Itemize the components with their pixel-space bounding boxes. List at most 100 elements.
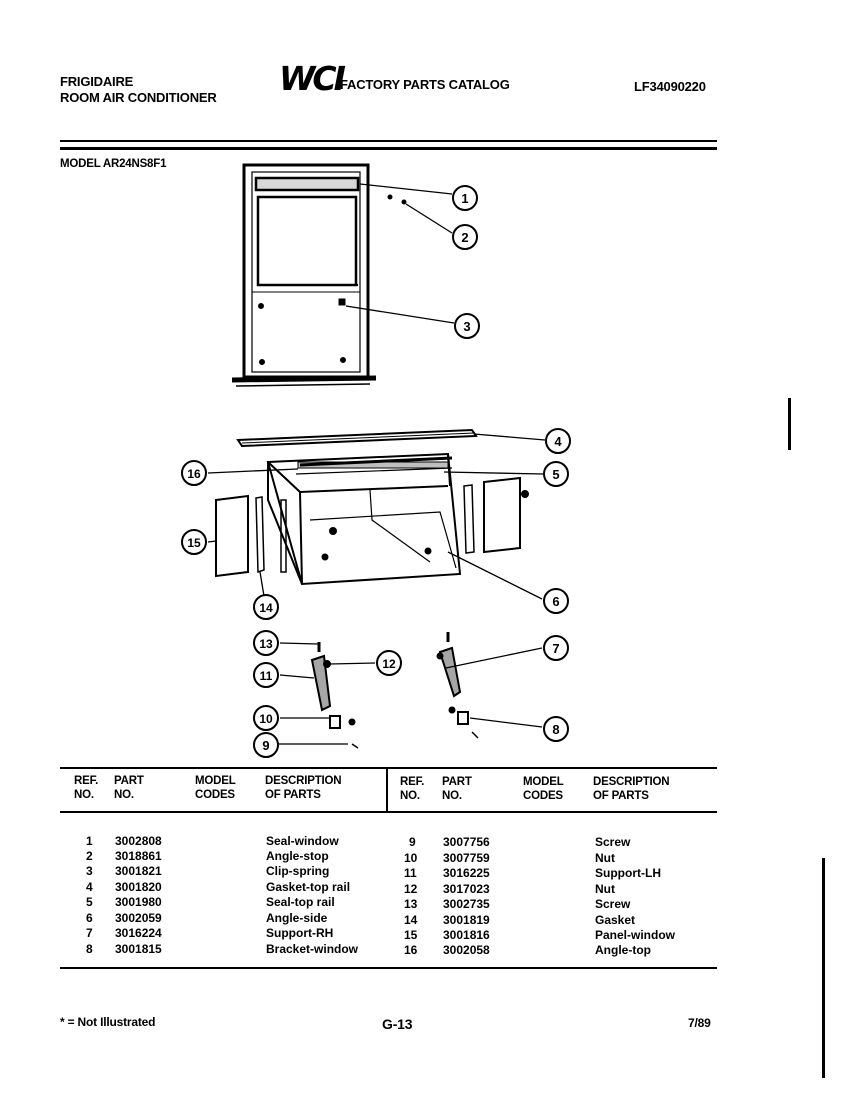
part-number: 3007759 bbox=[443, 851, 490, 865]
callout-circle bbox=[253, 662, 279, 688]
ref-number: 9 bbox=[409, 835, 416, 849]
col-description: DESCRIPTION bbox=[593, 776, 670, 788]
callout-circle bbox=[253, 594, 279, 620]
callout-label: 9 bbox=[262, 738, 269, 753]
ref-number: 1 bbox=[86, 834, 93, 848]
part-description: Gasket-top rail bbox=[266, 880, 351, 894]
part-description: Angle-stop bbox=[266, 849, 329, 863]
callout-circle bbox=[454, 313, 480, 339]
ref-number: 13 bbox=[404, 897, 418, 911]
col-part: PART bbox=[442, 776, 472, 788]
ref-number: 16 bbox=[404, 943, 418, 957]
part-description: Angle-top bbox=[595, 943, 651, 957]
part-description: Nut bbox=[595, 882, 615, 896]
brand-name: FRIGIDAIRE bbox=[60, 74, 134, 89]
ref-number: 4 bbox=[86, 880, 93, 894]
table-rule-top bbox=[60, 767, 717, 769]
ref-number: 15 bbox=[404, 928, 418, 942]
callout-circle bbox=[543, 588, 569, 614]
part-number: 3016225 bbox=[443, 866, 490, 880]
callout-label: 6 bbox=[552, 594, 559, 609]
callout-label: 10 bbox=[259, 712, 273, 726]
header-rule-top bbox=[60, 140, 717, 142]
callout-circle bbox=[253, 705, 279, 731]
col-of-parts: OF PARTS bbox=[265, 789, 321, 801]
part-description: Seal-window bbox=[266, 834, 339, 848]
col-ref: REF. bbox=[74, 775, 99, 787]
callout-circle bbox=[452, 224, 478, 250]
ref-number: 7 bbox=[86, 926, 93, 940]
col-of-parts: OF PARTS bbox=[593, 790, 649, 802]
callout-label: 5 bbox=[552, 467, 559, 482]
part-description: Support-LH bbox=[595, 866, 661, 880]
col-part-no: NO. bbox=[114, 789, 134, 801]
part-number: 3001980 bbox=[115, 895, 162, 909]
part-description: Nut bbox=[595, 851, 615, 865]
callout-circle bbox=[543, 461, 569, 487]
callout-label: 2 bbox=[461, 230, 468, 245]
part-number: 3001819 bbox=[443, 913, 490, 927]
part-number: 3016224 bbox=[115, 926, 162, 940]
side-panels-drawing bbox=[215, 476, 529, 578]
callout-circle bbox=[253, 732, 279, 758]
callout-leader-lines bbox=[207, 183, 546, 745]
top-rail-gasket-drawing bbox=[236, 428, 478, 448]
table-rule-header bbox=[60, 811, 717, 813]
doc-number: LF34090220 bbox=[634, 79, 706, 94]
callout-label: 7 bbox=[552, 641, 559, 656]
callout-label: 13 bbox=[259, 637, 273, 651]
part-description: Panel-window bbox=[595, 928, 676, 942]
ref-number: 5 bbox=[86, 895, 93, 909]
part-number: 3007756 bbox=[443, 835, 490, 849]
col-ref-no: NO. bbox=[74, 789, 94, 801]
callout-label: 11 bbox=[260, 669, 273, 683]
part-number: 3018861 bbox=[115, 849, 162, 863]
table-divider bbox=[386, 769, 388, 811]
col-model-codes: CODES bbox=[195, 789, 235, 801]
part-number: 3002059 bbox=[115, 911, 162, 925]
cabinet-sleeve-drawing bbox=[266, 452, 462, 586]
ref-number: 11 bbox=[404, 866, 417, 880]
col-ref: REF. bbox=[400, 776, 425, 788]
part-description: Angle-side bbox=[266, 911, 328, 925]
part-description: Screw bbox=[595, 835, 631, 849]
col-description: DESCRIPTION bbox=[265, 775, 342, 787]
col-part-no: NO. bbox=[442, 790, 462, 802]
part-number: 3001821 bbox=[115, 864, 162, 878]
callout-label: 12 bbox=[382, 657, 396, 671]
callout-label: 3 bbox=[463, 319, 470, 334]
part-description: Support-RH bbox=[266, 926, 334, 940]
ref-number: 6 bbox=[86, 911, 93, 925]
callout-circle bbox=[545, 428, 571, 454]
callout-circle bbox=[543, 635, 569, 661]
callout-label: 4 bbox=[554, 434, 562, 449]
part-description: Seal-top rail bbox=[266, 895, 335, 909]
part-description: Screw bbox=[595, 897, 631, 911]
col-ref-no: NO. bbox=[400, 790, 420, 802]
part-description: Gasket bbox=[595, 913, 636, 927]
scan-mark bbox=[822, 858, 825, 1078]
revision-date: 7/89 bbox=[688, 1016, 711, 1030]
wci-logo: WCI bbox=[279, 59, 346, 98]
scan-mark bbox=[788, 398, 791, 450]
header-rule-bottom bbox=[60, 147, 717, 150]
ref-number: 2 bbox=[86, 849, 93, 863]
model-label: MODEL AR24NS8F1 bbox=[60, 158, 167, 170]
window-panel-drawing bbox=[231, 163, 407, 387]
table-rule-bottom bbox=[60, 967, 717, 969]
callout-circle bbox=[543, 716, 569, 742]
part-description: Bracket-window bbox=[266, 942, 359, 956]
part-number: 3002058 bbox=[443, 943, 490, 957]
part-number: 3002808 bbox=[115, 834, 162, 848]
product-name: ROOM AIR CONDITIONER bbox=[60, 90, 217, 105]
callout-label: 14 bbox=[259, 601, 273, 615]
footnote: * = Not Illustrated bbox=[60, 1015, 156, 1029]
col-model-codes: CODES bbox=[523, 790, 563, 802]
part-number: 3002735 bbox=[443, 897, 490, 911]
ref-number: 8 bbox=[86, 942, 93, 956]
part-number: 3001820 bbox=[115, 880, 162, 894]
ref-number: 10 bbox=[404, 851, 418, 865]
part-description: Clip-spring bbox=[266, 864, 330, 878]
